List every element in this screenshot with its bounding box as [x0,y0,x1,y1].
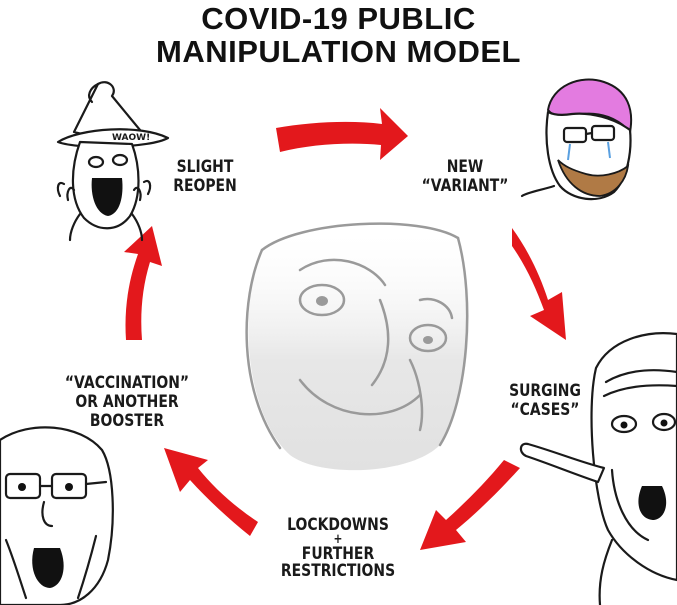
lockdowns-line-4: RESTRICTIONS [280,561,396,581]
vaccination-line-3: BOOSTER [89,411,165,431]
vaccination-line-1: “VACCINATION” [64,373,190,393]
new-variant-line-1: NEW [446,157,484,177]
slight-reopen-line-1: SLIGHT [176,157,234,177]
wizard-exclamation: WAOW! [112,133,150,143]
diagram-title: COVID-19 PUBLIC MANIPULATION MODEL [0,2,677,68]
new-variant-line-2: “VARIANT” [421,176,509,196]
lockdowns-line-3: FURTHER [301,544,375,564]
step-slight-reopen-label: SLIGHT REOPEN [160,158,250,196]
slight-reopen-line-2: REOPEN [173,176,237,196]
step-lockdowns-label: LOCKDOWNS + FURTHER RESTRICTIONS [272,517,403,580]
lockdowns-line-1: LOCKDOWNS [287,515,389,535]
wizard-soyjak-icon: WAOW! [56,81,170,242]
surging-cases-line-1: SURGING [509,381,581,401]
crying-soyjak-icon [520,78,633,201]
smug-face-icon [245,222,470,471]
step-vaccination-label: “VACCINATION” OR ANOTHER BOOSTER [57,374,196,431]
step-new-variant-label: NEW “VARIANT” [420,158,510,196]
surging-cases-line-2: “CASES” [510,400,580,420]
title-line-2: MANIPULATION MODEL [156,34,521,69]
shocked-soyjak-icon [0,426,114,605]
pointing-soyjak-icon [519,332,677,605]
cycle-arrow-icon [124,108,566,550]
step-surging-cases-label: SURGING “CASES” [500,382,590,420]
vaccination-line-2: OR ANOTHER [75,392,179,412]
lockdowns-line-2: + [333,532,343,547]
title-line-1: COVID-19 PUBLIC [201,1,476,36]
